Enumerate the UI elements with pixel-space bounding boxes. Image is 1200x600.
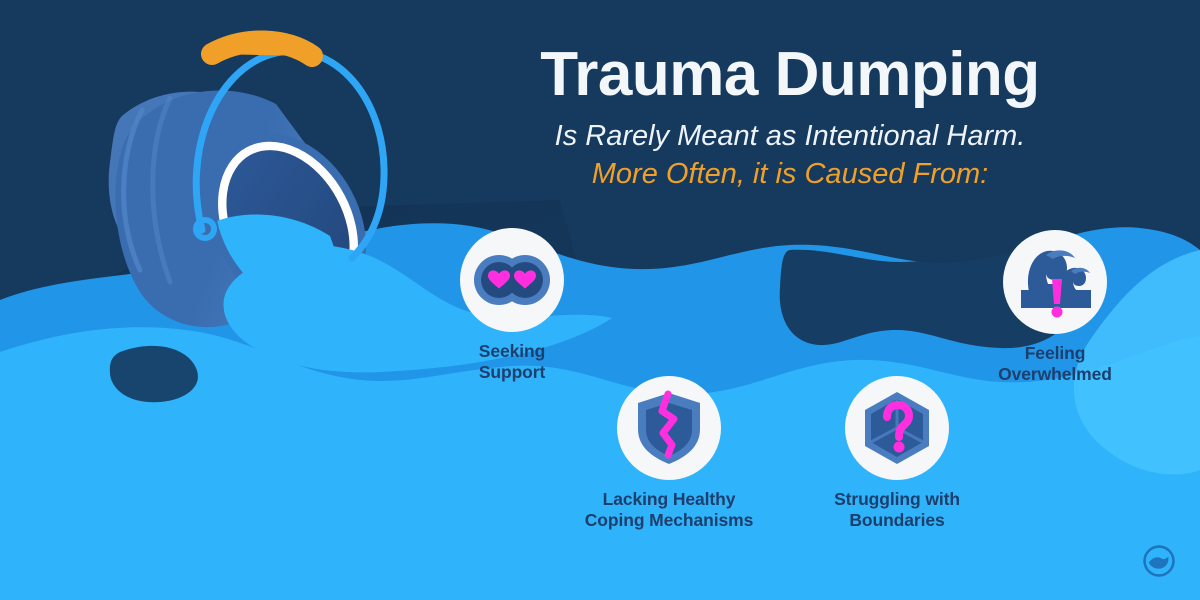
crashing-waves-exclamation-icon <box>1021 250 1091 318</box>
subtitle-line-2: More Often, it is Caused From: <box>591 157 989 190</box>
bucket-rib-1 <box>121 107 145 273</box>
page-title: Trauma Dumping <box>540 40 1040 109</box>
feature-seeking-support[interactable]: Seeking Support <box>456 228 568 382</box>
shield-crack <box>658 390 678 459</box>
feature-label: Feeling Overwhelmed <box>998 343 1112 384</box>
feature-feeling-overwhelmed[interactable]: Feeling Overwhelmed <box>998 230 1112 384</box>
bucket-handle-wire <box>192 47 388 262</box>
wave-small-crest <box>1071 267 1090 274</box>
feature-badge <box>617 376 721 480</box>
feature-badge <box>460 228 564 332</box>
two-hearts-binoculars-icon <box>474 255 550 305</box>
wave-in-circle-logo[interactable] <box>1142 544 1176 578</box>
question-mark-dot <box>893 441 905 453</box>
water-blob-left-lower <box>0 508 196 600</box>
bucket-handle-grip <box>201 30 323 67</box>
feature-label: Seeking Support <box>478 341 546 382</box>
feature-badge <box>845 376 949 480</box>
bucket-handle-pivot <box>193 217 217 241</box>
water-highlight-right <box>1073 250 1200 475</box>
question-mark-curve <box>883 400 914 441</box>
wave-large-crest <box>1046 250 1075 259</box>
subtitle-line-1: Is Rarely Meant as Intentional Harm. <box>554 120 1026 153</box>
feature-label: Lacking Healthy Coping Mechanisms <box>584 489 754 530</box>
heart-left <box>488 270 510 289</box>
water-notch-navy <box>109 345 198 403</box>
heart-right <box>514 270 536 289</box>
feature-badge <box>1003 230 1107 334</box>
feature-lacking-coping-mechanisms[interactable]: Lacking Healthy Coping Mechanisms <box>585 376 753 530</box>
exclamation-bar <box>1052 279 1062 304</box>
wave-large <box>1027 250 1067 292</box>
exclamation-dot <box>1051 306 1063 318</box>
cracked-shield-icon <box>638 390 700 464</box>
hexagon-question-mark-icon <box>865 392 929 464</box>
water-inlet-navy <box>779 249 1077 349</box>
logo-wave-shape <box>1148 556 1169 569</box>
feature-struggling-with-boundaries[interactable]: Struggling with Boundaries <box>834 376 960 530</box>
feature-label: Struggling with Boundaries <box>834 489 960 530</box>
bucket-rib-2 <box>150 95 173 285</box>
title-block: Trauma Dumping Is Rarely Meant as Intent… <box>460 42 1120 192</box>
